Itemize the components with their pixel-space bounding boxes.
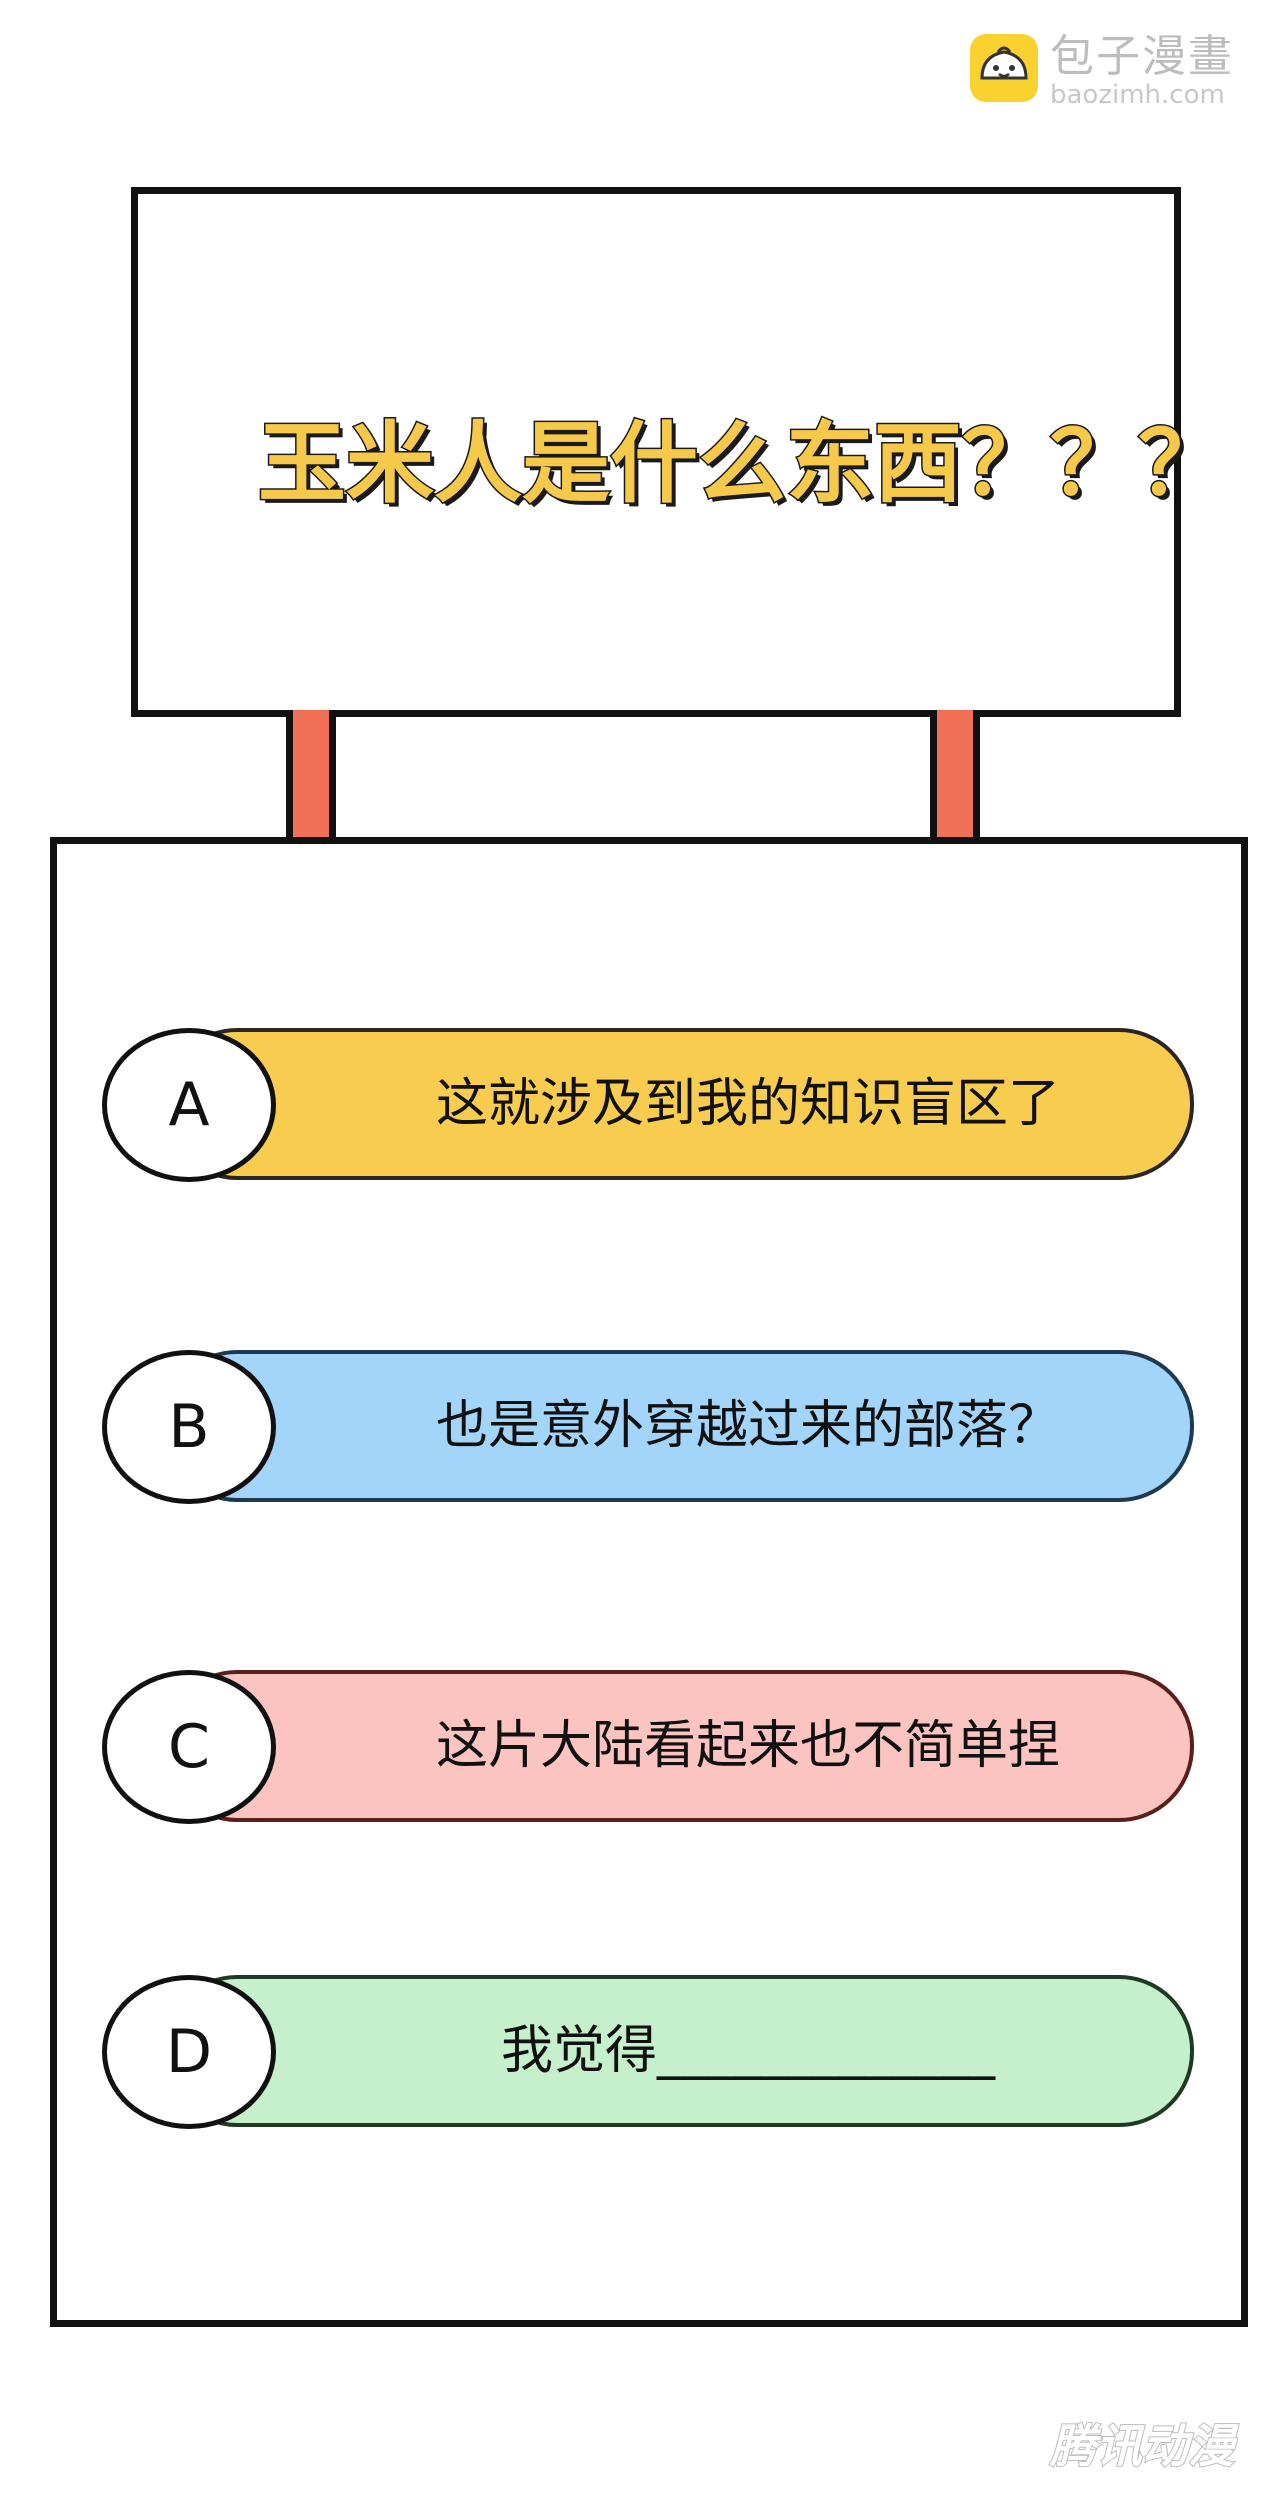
option-d-text: 我觉得_____________	[500, 2021, 995, 2081]
option-c-text: 这片大陆看起来也不简单捏	[435, 1716, 1060, 1776]
option-a-text: 这就涉及到我的知识盲区了	[435, 1074, 1060, 1134]
publisher-watermark: 腾讯动漫	[1049, 2418, 1235, 2474]
question-title: 玉米人是什么东西？？？	[256, 412, 1227, 515]
option-c-bar	[162, 1670, 1194, 1822]
option-a[interactable]: 这就涉及到我的知识盲区了 A	[102, 1028, 1194, 1182]
option-d-bar	[162, 1975, 1194, 2127]
site-watermark: 包子漫畫 baozimh.com	[968, 32, 1258, 112]
option-c[interactable]: 这片大陆看起来也不简单捏 C	[102, 1670, 1194, 1824]
option-d[interactable]: 我觉得_____________ D	[102, 1975, 1194, 2129]
question-sign: 玉米人是什么东西？？？	[131, 187, 1228, 717]
bun-logo-icon	[970, 34, 1038, 102]
option-b-text: 也是意外穿越过来的部落？	[435, 1396, 1060, 1456]
site-name: 包子漫畫	[1050, 31, 1234, 82]
option-a-letter: A	[102, 1028, 276, 1182]
option-b-letter: B	[102, 1350, 276, 1504]
option-b-bar	[162, 1350, 1194, 1502]
option-c-letter: C	[102, 1670, 276, 1824]
site-url: baozimh.com	[1050, 80, 1225, 110]
option-d-letter: D	[102, 1975, 276, 2129]
sign-post-right	[930, 710, 980, 840]
option-b[interactable]: 也是意外穿越过来的部落？ B	[102, 1350, 1194, 1504]
sign-post-left	[286, 710, 336, 840]
